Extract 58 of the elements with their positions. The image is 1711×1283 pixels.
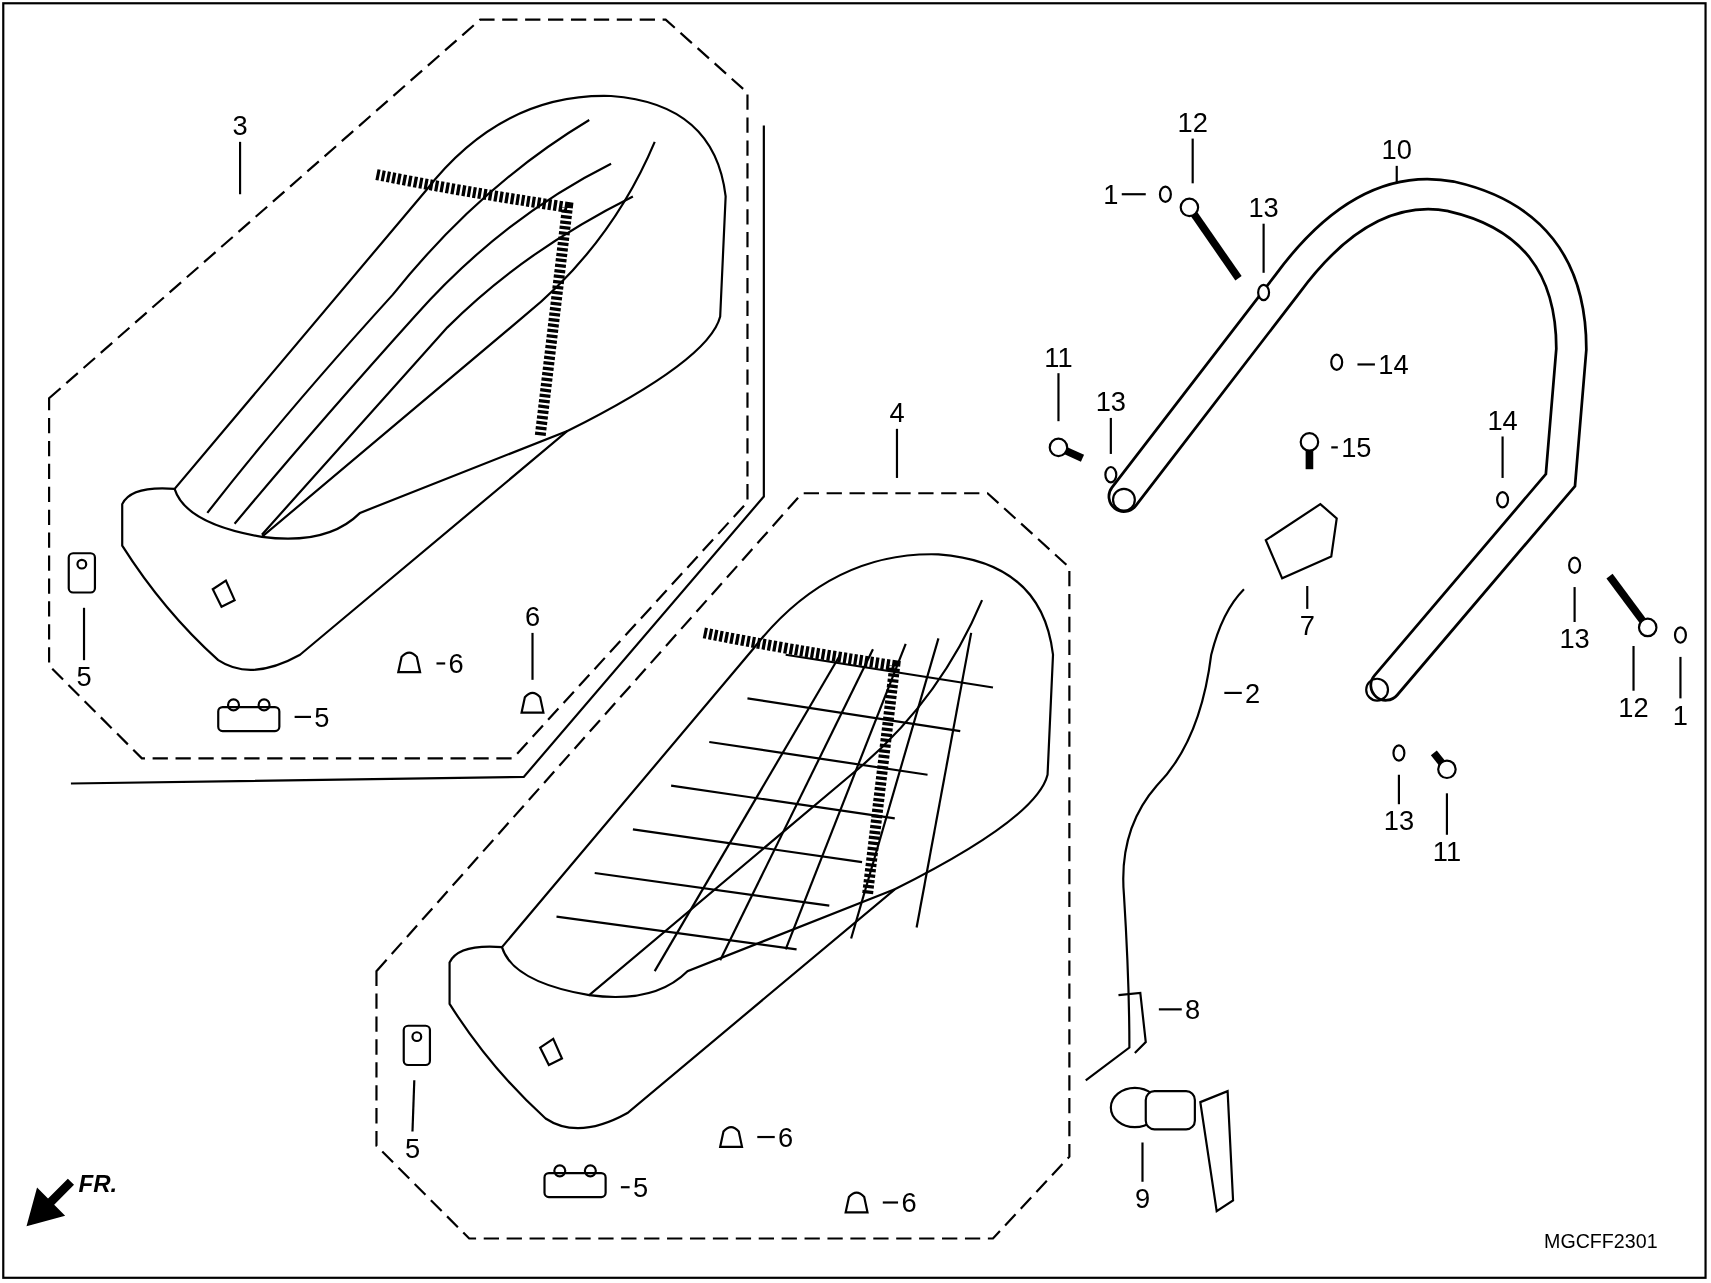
leader-line [620, 1186, 630, 1189]
callout-number: 12 [1618, 692, 1649, 722]
leader-line [294, 715, 311, 718]
leader-line [238, 141, 242, 195]
callout-number: 6 [901, 1188, 917, 1217]
leader-line [1397, 774, 1400, 805]
drawing-code: MGCFF2301 [1544, 1230, 1658, 1254]
callout-number: 1 [1672, 700, 1689, 729]
leader-line [1445, 793, 1448, 835]
callout-number: 13 [1095, 387, 1126, 416]
callout-number: 5 [76, 662, 92, 691]
callout-number: 14 [1378, 350, 1409, 379]
callout-number: 13 [1248, 193, 1279, 222]
callout-number: 5 [404, 1133, 421, 1163]
leader-line [1679, 656, 1682, 699]
callout-number: 13 [1559, 624, 1590, 653]
callout-number: 11 [1044, 342, 1073, 371]
callout-number: 6 [448, 649, 464, 678]
leader-line [1121, 193, 1146, 196]
leader-line [436, 662, 446, 665]
leader-line [757, 1135, 775, 1139]
callout-number: 13 [1383, 806, 1415, 835]
callout-number: 6 [778, 1122, 794, 1152]
leader-line [411, 1080, 416, 1132]
leader-line [1573, 587, 1576, 622]
callout-number: 12 [1177, 108, 1208, 137]
leader-line [895, 428, 899, 478]
leader-line [1057, 373, 1060, 422]
callout-number: 10 [1381, 135, 1412, 164]
leader-line [1306, 585, 1309, 609]
callout-number: 1 [1103, 180, 1119, 209]
callout-number: 6 [524, 602, 541, 631]
callout-number: 11 [1432, 836, 1462, 866]
callout-number: 8 [1185, 995, 1201, 1024]
leader-line [1331, 446, 1338, 449]
leader-line [531, 632, 534, 680]
leader-line [1262, 223, 1265, 273]
direction-label: FR. [78, 1169, 118, 1199]
callout-number: 4 [889, 398, 905, 427]
callout-number: 14 [1487, 405, 1518, 435]
leader-line [1191, 138, 1194, 184]
callout-number: 15 [1341, 433, 1372, 462]
callout-number: 9 [1134, 1183, 1151, 1213]
leader-line [1158, 1008, 1182, 1011]
callout-number: 5 [632, 1173, 649, 1202]
callout-number: 5 [314, 702, 330, 732]
leader-line [1224, 691, 1242, 694]
callout-number: 3 [232, 111, 248, 140]
leader-line [1141, 1142, 1144, 1182]
callout-number: 2 [1245, 678, 1261, 708]
leader-line [1632, 646, 1635, 691]
leader-line [1395, 165, 1398, 184]
leader-line [82, 607, 86, 661]
callout-number: 7 [1299, 611, 1315, 640]
leader-line [882, 1201, 899, 1204]
leader-line [1501, 436, 1504, 478]
leader-line [1357, 363, 1375, 366]
leader-line [1109, 417, 1112, 454]
